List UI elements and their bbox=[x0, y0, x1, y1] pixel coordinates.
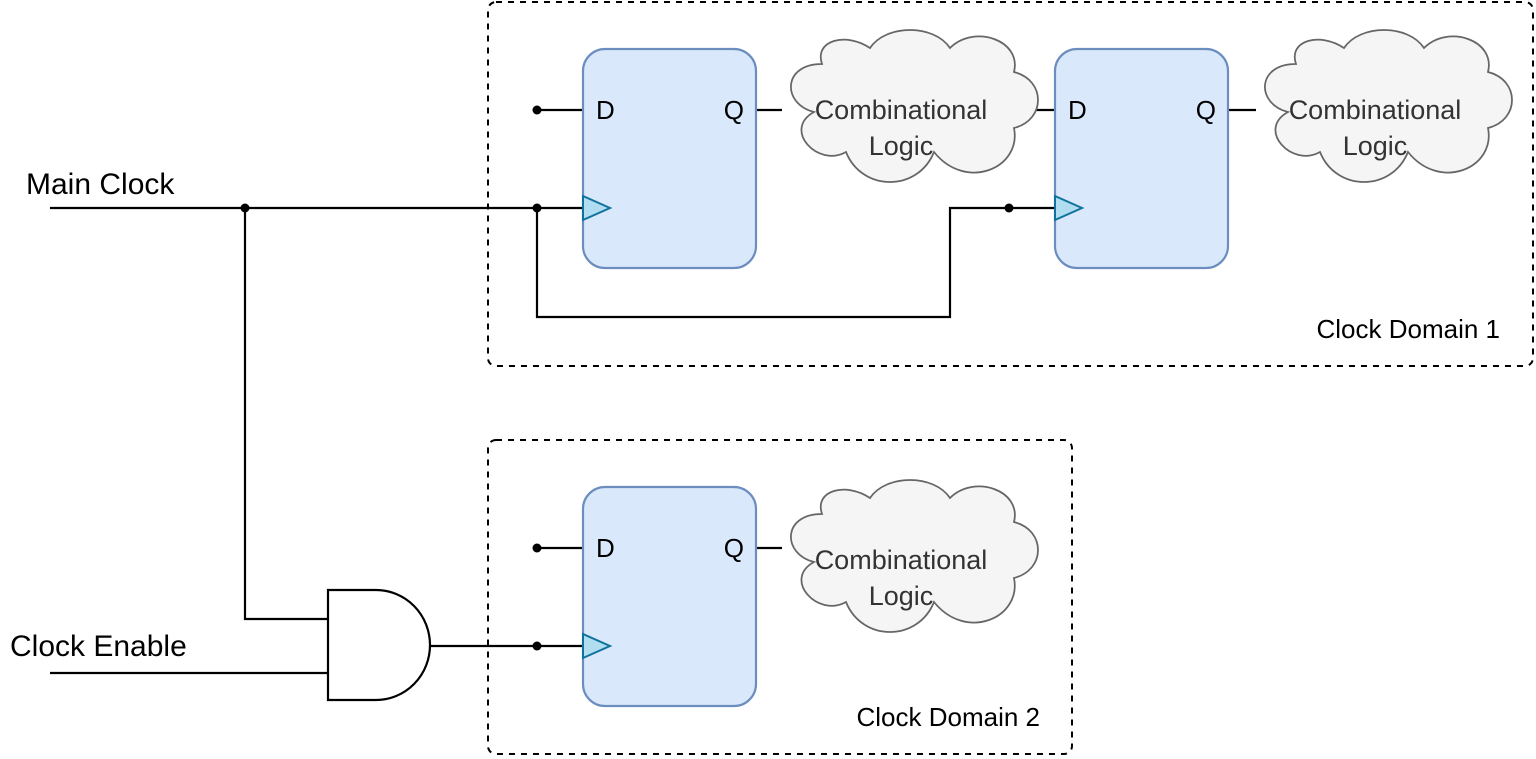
junction-dot bbox=[1004, 203, 1014, 213]
flip-flop-2: D Q bbox=[1053, 47, 1230, 270]
flip-flop-3: D Q bbox=[581, 485, 758, 708]
clock-input-triangle bbox=[582, 194, 613, 222]
clock-domain-1-box bbox=[487, 1, 1534, 367]
flip-flop-body bbox=[581, 47, 758, 270]
d-pin-label: D bbox=[596, 533, 615, 563]
cloud-label-line1: Combinational bbox=[815, 545, 988, 575]
clock-domain-2-box bbox=[487, 439, 1073, 755]
cloud-label-line2: Logic bbox=[869, 131, 934, 161]
flip-flop-body bbox=[581, 485, 758, 708]
junctions bbox=[240, 105, 1014, 651]
q-pin-label: Q bbox=[724, 533, 744, 563]
clock-input-triangle bbox=[582, 632, 613, 660]
junction-dot bbox=[240, 203, 250, 213]
clock-domain-2-label: Clock Domain 2 bbox=[856, 702, 1040, 732]
d-pin-label: D bbox=[596, 95, 615, 125]
clock-input-triangle bbox=[1054, 194, 1085, 222]
junction-dot bbox=[532, 641, 542, 651]
combinational-logic-cloud-1: Combinational Logic bbox=[790, 29, 1039, 183]
combinational-logic-cloud-2: Combinational Logic bbox=[1264, 29, 1513, 183]
cloud-label-line1: Combinational bbox=[1289, 95, 1462, 125]
terminal-dot bbox=[532, 543, 542, 553]
q-pin-label: Q bbox=[724, 95, 744, 125]
and-gate bbox=[326, 588, 432, 702]
q-pin-label: Q bbox=[1196, 95, 1216, 125]
main-clock-label: Main Clock bbox=[26, 168, 175, 201]
junction-dot bbox=[532, 203, 542, 213]
combinational-logic-cloud-3: Combinational Logic bbox=[790, 479, 1039, 633]
clock-enable-label: Clock Enable bbox=[10, 630, 187, 663]
cloud-label-line1: Combinational bbox=[815, 95, 988, 125]
flip-flop-body bbox=[1053, 47, 1230, 270]
cloud-label-line2: Logic bbox=[869, 581, 934, 611]
clock-domain-1-label: Clock Domain 1 bbox=[1316, 314, 1500, 344]
flip-flop-1: D Q bbox=[581, 47, 758, 270]
cloud-label-line2: Logic bbox=[1343, 131, 1408, 161]
terminal-dot bbox=[532, 105, 542, 115]
clock-to-gate-wire bbox=[243, 208, 328, 621]
ff2-clock-wire bbox=[535, 206, 1055, 319]
d-pin-label: D bbox=[1068, 95, 1087, 125]
wires bbox=[50, 108, 1256, 675]
